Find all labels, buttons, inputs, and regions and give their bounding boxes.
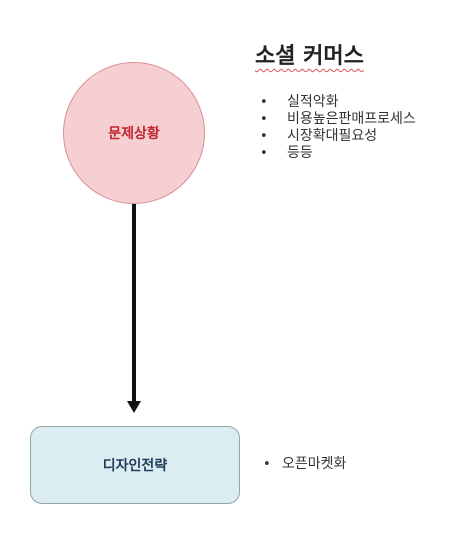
problem-node-label: 문제상황 [108, 126, 160, 142]
strategy-bullet-list: 오픈마켓화 [260, 456, 346, 473]
strategy-node-label: 디자인전략 [102, 458, 168, 474]
problem-bullet-item: 시장확대필요성 [260, 128, 416, 145]
problem-bullet-item: 실적악화 [260, 94, 416, 111]
problem-bullet-item: 등등 [260, 145, 416, 162]
strategy-node: 디자인전략 [30, 426, 240, 504]
problem-node: 문제상황 [63, 62, 205, 204]
strategy-bullet-item: 오픈마켓화 [260, 456, 346, 473]
flow-arrow-head [127, 401, 141, 413]
problem-bullet-list: 실적악화 비용높은판매프로세스 시장확대필요성 등등 [260, 94, 416, 162]
diagram-title: 소셜 커머스 [255, 44, 364, 69]
problem-bullet-item: 비용높은판매프로세스 [260, 111, 416, 128]
